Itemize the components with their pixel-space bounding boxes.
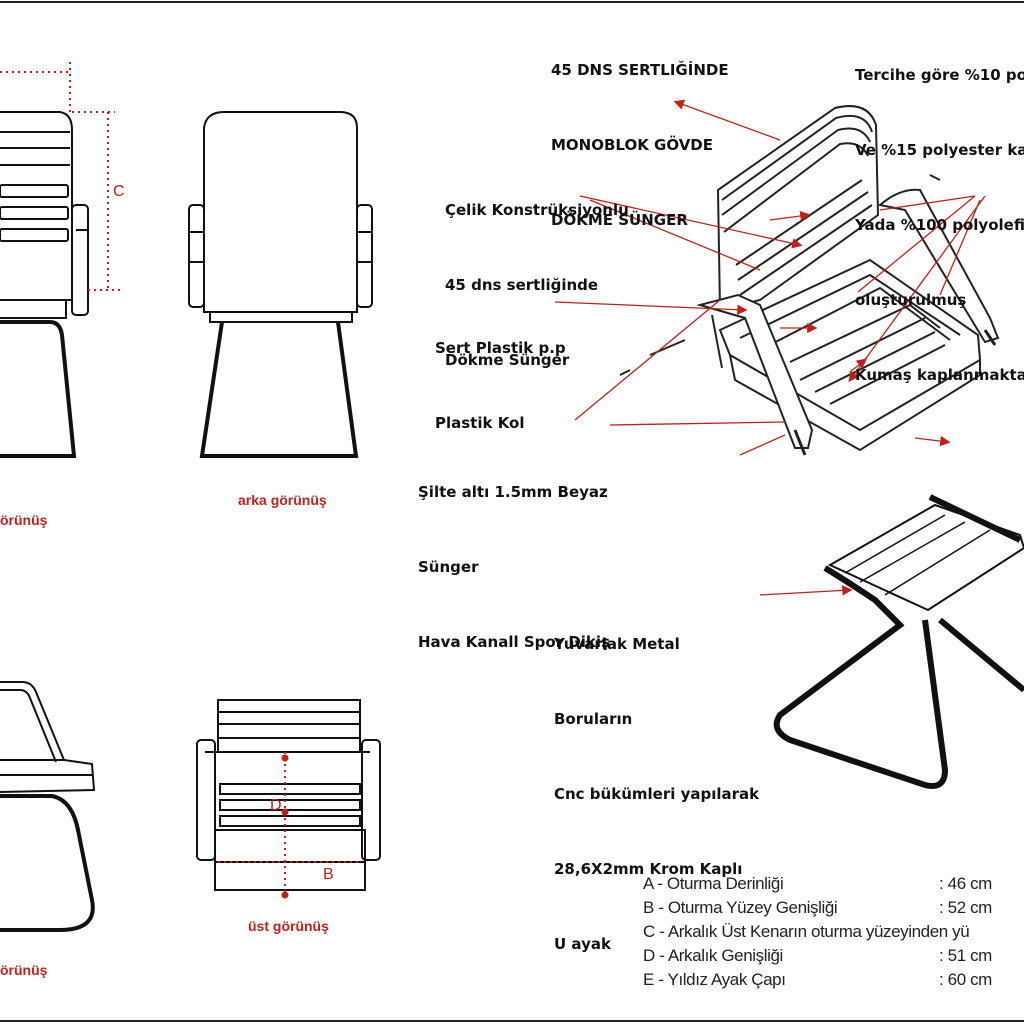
dimension-c-label: C	[113, 183, 125, 200]
plastic-label: Sert Plastik p.p Plastik Kol	[435, 286, 566, 461]
spec-row-a: A - Oturma Derinliği : 46 cm	[643, 872, 1024, 896]
spec-value: : 52 cm	[939, 898, 992, 917]
back-view-drawing	[188, 111, 373, 458]
monoblock-line-1: 45 DNS SERTLIĞİNDE	[551, 61, 729, 79]
fabric-line-2: Ve %15 polyester ka	[855, 141, 1024, 159]
steel-line-2: 45 dns sertliğinde	[445, 276, 599, 294]
spec-row-d: D - Arkalık Genişliği : 51 cm	[643, 944, 1024, 968]
steel-label: Çelik Konstrüksiyonlu 45 dns sertliğinde…	[445, 148, 629, 398]
fabric-line-1: Tercihe göre %10 po	[855, 66, 1024, 84]
leg-line-2: Boruların	[554, 710, 633, 728]
dimension-d-label: D	[270, 797, 282, 814]
fabric-line-4: oluşturulmuş	[855, 291, 967, 309]
leg-line-4: 28,6X2mm Krom Kaplı	[554, 860, 743, 878]
back-view-caption: arka görünüş	[238, 492, 327, 508]
spec-value: : 60 cm	[939, 970, 992, 989]
fabric-label: Tercihe göre %10 po Ve %15 polyester ka …	[855, 13, 1024, 413]
top-view-caption: üst görünüş	[248, 918, 329, 934]
front-view-drawing	[0, 111, 89, 458]
monoblock-line-3: DÖKME SÜNGER	[551, 211, 688, 229]
top-dimension-lines	[218, 752, 360, 899]
fabric-line-3: Yada %100 polyolefi	[855, 216, 1024, 234]
chair-perspective-drawing	[619, 105, 1000, 456]
spec-value: : 51 cm	[939, 946, 992, 965]
plastic-line-2: Plastik Kol	[435, 414, 525, 432]
cushion-line-1: Şilte altı 1.5mm Beyaz	[418, 483, 608, 501]
spec-row-c: C - Arkalık Üst Kenarın oturma yüzeyinde…	[643, 920, 1024, 944]
side-view-drawing	[0, 681, 96, 932]
steel-line-1: Çelik Konstrüksiyonlu	[445, 201, 629, 219]
fabric-line-5: Kumaş kaplanmakta	[855, 366, 1024, 384]
side-view-caption: örünüş	[0, 962, 48, 978]
front-dimension-lines	[0, 62, 120, 291]
spec-label: A - Oturma Derinliği	[643, 874, 784, 893]
spec-value: : 46 cm	[939, 874, 992, 893]
leg-line-1: Yuvarlak Metal	[554, 635, 680, 653]
top-view-drawing	[196, 699, 381, 891]
cushion-line-2: Sünger	[418, 558, 479, 576]
leg-line-3: Cnc bükümleri yapılarak	[554, 785, 760, 803]
spec-label: E - Yıldız Ayak Çapı	[643, 970, 786, 989]
leg-label: Yuvarlak Metal Boruların Cnc bükümleri y…	[554, 582, 759, 982]
plastic-line-1: Sert Plastik p.p	[435, 339, 566, 357]
leg-line-5: U ayak	[554, 935, 611, 953]
cushion-line-3: Hava Kanall Spor Dikiş	[418, 633, 610, 651]
u-leg-drawing	[773, 494, 1024, 789]
front-view-caption: örünüş	[0, 512, 48, 528]
monoblock-label: 45 DNS SERTLIĞİNDE MONOBLOK GÖVDE DÖKME …	[551, 8, 729, 258]
spec-label: B - Oturma Yüzey Genişliği	[643, 898, 838, 917]
dimension-spec-list: A - Oturma Derinliği : 46 cm B - Oturma …	[643, 872, 1024, 992]
spec-row-b: B - Oturma Yüzey Genişliği : 52 cm	[643, 896, 1024, 920]
steel-line-3: Dökme Sünger	[445, 351, 570, 369]
cushion-label: Şilte altı 1.5mm Beyaz Sünger Hava Kanal…	[418, 430, 610, 680]
spec-label: C - Arkalık Üst Kenarın oturma yüzeyinde…	[643, 922, 970, 941]
spec-label: D - Arkalık Genişliği	[643, 946, 783, 965]
monoblock-line-2: MONOBLOK GÖVDE	[551, 136, 714, 154]
spec-row-e: E - Yıldız Ayak Çapı : 60 cm	[643, 968, 1024, 992]
callout-leaders	[554, 99, 986, 596]
dimension-b-label: B	[323, 866, 334, 883]
